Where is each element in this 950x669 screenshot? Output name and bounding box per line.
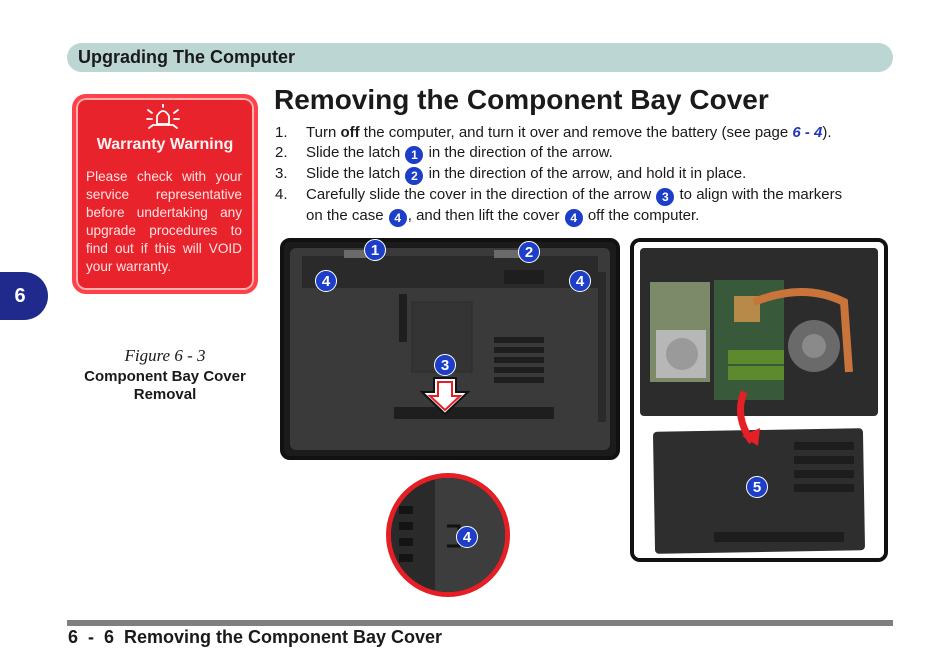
step-number: 4. bbox=[275, 185, 288, 203]
component-bay-photo bbox=[630, 238, 888, 562]
step-1: 1. Turn off the computer, and turn it ov… bbox=[275, 123, 895, 143]
callout-4-left: 4 bbox=[315, 270, 337, 292]
callout-badge: 2 bbox=[405, 166, 424, 185]
page-reference-link[interactable]: 6 - 4 bbox=[792, 124, 823, 141]
warning-title: Warranty Warning bbox=[96, 136, 234, 153]
page-footer: 6 - 6 Removing the Component Bay Cover bbox=[68, 627, 443, 647]
step-text: Carefully slide the cover in the directi… bbox=[306, 185, 843, 227]
figure-caption: Component Bay Cover Removal bbox=[84, 368, 246, 403]
warning-bell-icon bbox=[146, 104, 180, 129]
callout-1: 1 bbox=[364, 239, 386, 261]
procedure-steps: 1. Turn off the computer, and turn it ov… bbox=[275, 123, 895, 227]
case-marker-illustration bbox=[391, 478, 505, 592]
page-title: Removing the Component Bay Cover bbox=[274, 84, 769, 115]
step-text: Slide the latch 1 in the direction of th… bbox=[306, 143, 613, 164]
step-2: 2. Slide the latch 1 in the direction of… bbox=[275, 143, 895, 164]
callout-badge: 4 bbox=[388, 208, 407, 227]
callout-badge: 4 bbox=[564, 208, 583, 227]
laptop-underside-illustration bbox=[284, 242, 616, 456]
warranty-warning-box bbox=[72, 94, 258, 294]
component-bay-illustration bbox=[634, 242, 884, 558]
figure-label: Figure 6 - 3 bbox=[124, 346, 206, 365]
callout-badge: 1 bbox=[405, 145, 424, 164]
step-3: 3. Slide the latch 2 in the direction of… bbox=[275, 164, 895, 185]
callout-badge: 3 bbox=[656, 187, 675, 206]
callout-4-right: 4 bbox=[569, 270, 591, 292]
step-number: 2. bbox=[275, 143, 288, 161]
callout-3: 3 bbox=[434, 354, 456, 376]
step-number: 3. bbox=[275, 164, 288, 182]
laptop-underside-photo bbox=[280, 238, 620, 460]
section-header-title: Upgrading The Computer bbox=[78, 47, 295, 67]
warning-body-text: Please check with your service represent… bbox=[86, 169, 242, 274]
emphasis-off: off bbox=[340, 124, 360, 141]
section-header-bar bbox=[67, 43, 893, 72]
step-4: 4. Carefully slide the cover in the dire… bbox=[275, 185, 895, 227]
footer-rule bbox=[67, 620, 893, 626]
step-text: Turn off the computer, and turn it over … bbox=[306, 124, 832, 141]
step-text: Slide the latch 2 in the direction of th… bbox=[306, 164, 747, 185]
chapter-tab[interactable]: 6 bbox=[0, 272, 48, 320]
case-marker-closeup bbox=[386, 473, 510, 597]
step-number: 1. bbox=[275, 124, 288, 141]
callout-4-closeup: 4 bbox=[456, 526, 478, 548]
callout-2: 2 bbox=[518, 241, 540, 263]
callout-5: 5 bbox=[746, 476, 768, 498]
